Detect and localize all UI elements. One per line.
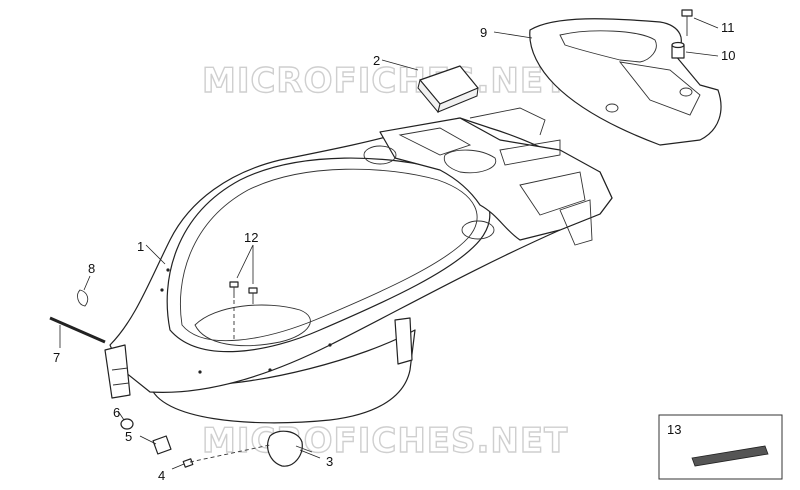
callout-10: 10	[721, 48, 735, 63]
watermark-bottom: MICROFICHES.NET	[202, 421, 568, 461]
callout-3: 3	[326, 454, 333, 469]
bushing-part-5	[152, 435, 172, 455]
callout-13: 13	[667, 422, 681, 437]
watermark-top: MICROFICHES.NET	[202, 61, 568, 101]
callout-5: 5	[125, 429, 132, 444]
helmet-compartment-body	[104, 107, 613, 424]
callout-1: 1	[137, 239, 144, 254]
nut-part-6	[120, 418, 134, 430]
grab-rail-part-9	[529, 18, 722, 146]
callout-8: 8	[88, 261, 95, 276]
callout-11: 11	[721, 20, 735, 35]
screw-part-4	[182, 458, 194, 468]
callout-12: 12	[244, 230, 258, 245]
clip-part-8	[77, 289, 89, 307]
callout-6: 6	[113, 405, 120, 420]
bolt-part-11	[681, 9, 693, 36]
callout-4: 4	[158, 468, 165, 483]
callout-2: 2	[373, 53, 380, 68]
lock-part-3	[267, 430, 313, 467]
callout-7: 7	[53, 350, 60, 365]
part-13-box	[658, 414, 783, 480]
pin-part-7	[49, 316, 106, 344]
leader-lines	[59, 17, 719, 470]
spacer-part-10	[671, 41, 685, 59]
cover-part-2	[417, 65, 479, 114]
screws-part-12	[229, 281, 258, 340]
callout-9: 9	[480, 25, 487, 40]
